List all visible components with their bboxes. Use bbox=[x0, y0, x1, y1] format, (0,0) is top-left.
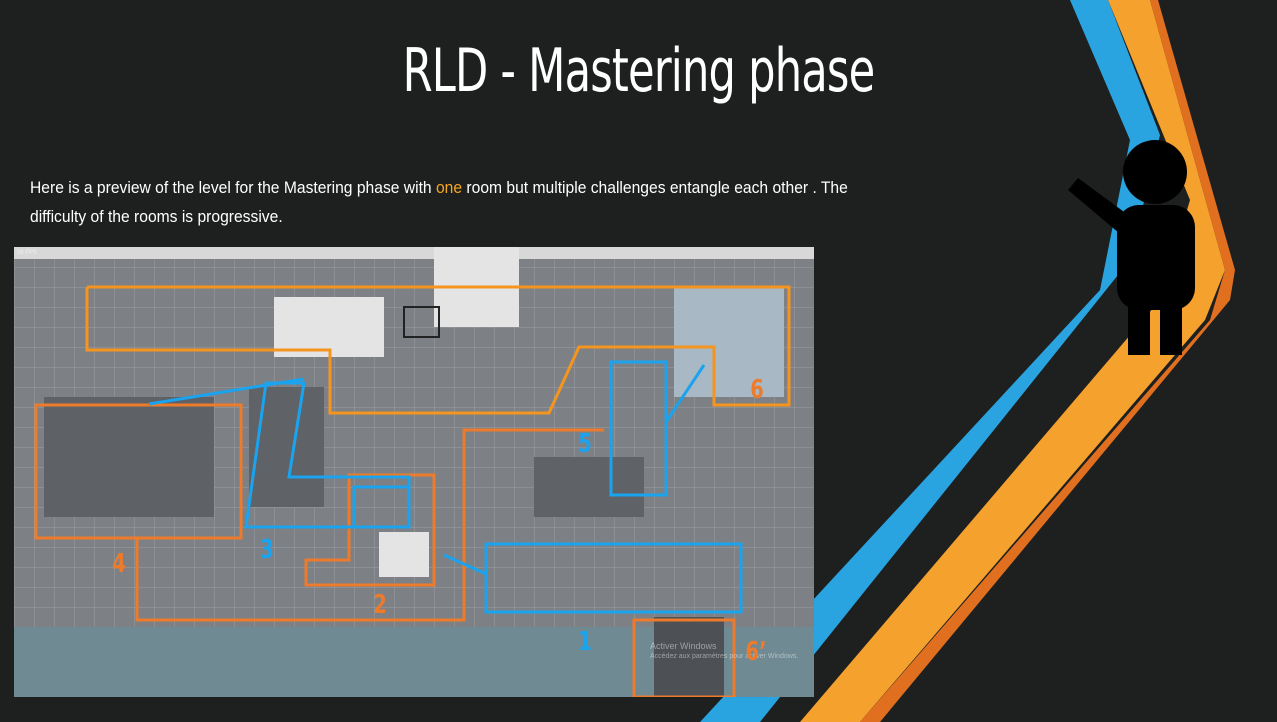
fps-counter: 58 FPS bbox=[17, 250, 38, 256]
path-orange-top bbox=[85, 285, 791, 415]
room-label-1: 1 bbox=[578, 627, 592, 657]
windows-watermark-title: Activer Windows bbox=[650, 641, 717, 651]
desc-text-end: room but multiple challenges entangle ea… bbox=[30, 178, 848, 226]
room-label-3: 3 bbox=[260, 535, 274, 565]
room-label-6-prime: 6’ bbox=[745, 637, 767, 667]
level-render bbox=[14, 247, 814, 697]
room-3-outline bbox=[244, 381, 411, 529]
windows-watermark-sub: Accédez aux paramètres pour activer Wind… bbox=[650, 653, 799, 660]
room-label-4: 4 bbox=[112, 549, 126, 579]
level-preview-image: 58 FPS Activer Windows Accédez aux param… bbox=[14, 247, 814, 697]
room-label-5: 5 bbox=[578, 429, 592, 459]
room-2-box bbox=[304, 473, 436, 587]
room-6b-outline bbox=[632, 618, 736, 697]
room-2-outline bbox=[135, 428, 604, 622]
desc-highlight: one bbox=[435, 178, 463, 197]
room-1-outline bbox=[484, 542, 743, 614]
room-3-inner bbox=[352, 485, 411, 529]
room-label-2: 2 bbox=[373, 590, 387, 620]
slide-title: RLD - Mastering phase bbox=[402, 36, 876, 106]
desc-text: Here is a preview of the level for the M… bbox=[30, 178, 436, 197]
slide-description: Here is a preview of the level for the M… bbox=[30, 173, 858, 231]
room-5-outline bbox=[609, 360, 668, 497]
room-label-6: 6 bbox=[750, 375, 764, 405]
person-icon bbox=[1068, 140, 1195, 355]
